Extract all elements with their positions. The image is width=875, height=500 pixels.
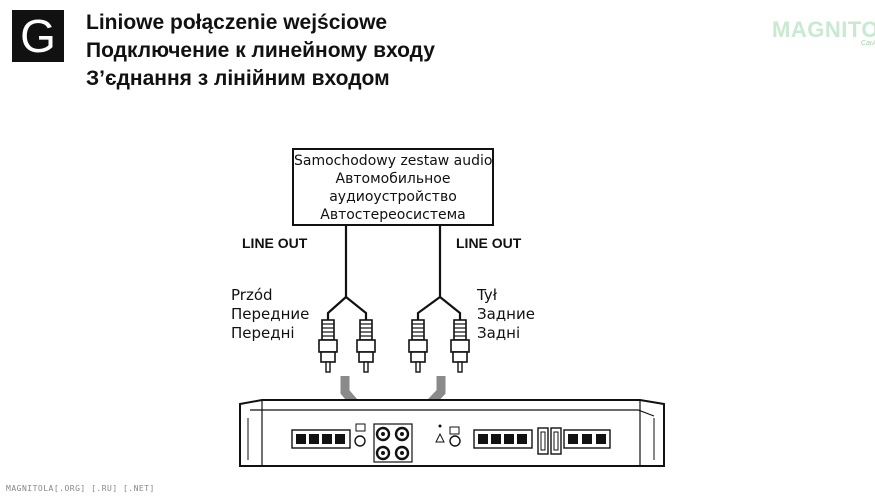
rear-labels: Tył Задние Задні bbox=[477, 286, 535, 343]
head-unit-line: Samochodowy zestaw audio bbox=[294, 153, 493, 169]
title-block: Liniowe połączenie wejściowe Подключение… bbox=[86, 9, 435, 93]
title-russian: Подключение к линейному входу bbox=[86, 39, 435, 62]
head-unit-line: Автомобильное bbox=[335, 171, 451, 187]
footer-watermark: MAGNITOLA[.ORG] [.RU] [.NET] bbox=[6, 484, 155, 493]
title-ukrainian: З’єднання з лінійним входом bbox=[86, 67, 390, 90]
head-unit-box: Samochodowy zestaw audio Автомобильное а… bbox=[292, 148, 494, 226]
front-label-polish: Przód bbox=[231, 286, 273, 304]
rear-label-ukrainian: Задні bbox=[477, 324, 521, 342]
rca-plug-icon bbox=[356, 319, 376, 373]
line-out-left-label: LINE OUT bbox=[242, 235, 308, 251]
watermark-sub: CarAudio Team bbox=[860, 40, 875, 47]
rca-plug-icon bbox=[408, 319, 428, 373]
cable-right bbox=[416, 226, 462, 322]
front-label-ukrainian: Передні bbox=[231, 324, 295, 342]
watermark-logo: MAGNITOLA CarAudio Team bbox=[772, 18, 875, 48]
front-labels: Przód Передние Передні bbox=[231, 286, 309, 343]
rear-label-polish: Tył bbox=[477, 286, 497, 304]
front-label-russian: Передние bbox=[231, 305, 310, 323]
rca-plug-icon bbox=[450, 319, 470, 373]
watermark-main: MAGNITOLA bbox=[772, 17, 875, 42]
rca-plug-icon bbox=[318, 319, 338, 373]
title-polish: Liniowe połączenie wejściowe bbox=[86, 11, 388, 34]
section-letter: G bbox=[20, 10, 56, 62]
amplifier-icon bbox=[239, 399, 665, 467]
rear-label-russian: Задние bbox=[477, 305, 535, 323]
cable-left bbox=[326, 226, 368, 322]
head-unit-line: аудиоустройство bbox=[329, 189, 457, 205]
section-badge: G bbox=[12, 10, 64, 62]
head-unit-line: Автостереосистема bbox=[320, 207, 466, 223]
line-out-right-label: LINE OUT bbox=[456, 235, 522, 251]
